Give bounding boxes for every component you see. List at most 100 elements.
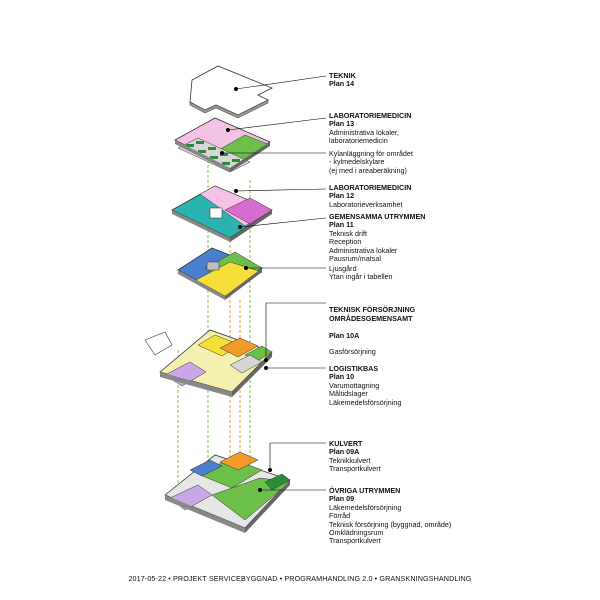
level-desc: Måltidslager xyxy=(329,389,368,399)
leader-plan-12 xyxy=(235,188,327,192)
plan-11-slab xyxy=(177,247,263,300)
level-desc: Ytan ingår i tabellen xyxy=(329,272,393,282)
plan-09-slab xyxy=(164,451,291,533)
label-plan-12: LABORATORIEMEDICIN Plan 12 Laboratorieve… xyxy=(329,183,412,209)
cooler-unit xyxy=(198,150,206,153)
cooler-units xyxy=(186,141,240,165)
plan-10a-orange xyxy=(219,337,259,358)
level-title: LOGISTIKBAS xyxy=(329,364,379,373)
cooler-unit xyxy=(210,156,218,159)
plan-09a-orange xyxy=(219,451,259,471)
leader-plan-14 xyxy=(235,75,327,90)
plan-10-edge-2 xyxy=(232,352,272,397)
level-plan: Plan 13 xyxy=(329,119,355,129)
document-footer: 2017-05-22 • PROJEKT SERVICEBYGGNAD • PR… xyxy=(128,574,472,583)
plan-09-blue xyxy=(189,459,223,477)
level-title: LABORATORIEMEDICIN xyxy=(329,111,412,120)
plan-09-edge xyxy=(165,495,245,533)
dot xyxy=(244,266,248,270)
cooler-unit xyxy=(196,141,204,144)
plan-12-slab xyxy=(171,185,273,242)
plan-12-edge xyxy=(172,210,230,242)
level-desc: Teknikkulvert xyxy=(329,455,371,465)
label-plan-10a: TEKNISK FÖRSÖRJNING OMRÅDESGEMENSAMT Pla… xyxy=(329,298,415,365)
level-title: ÖVRIGA UTRYMMEN xyxy=(329,486,401,495)
level-plan: Plan 10A xyxy=(329,330,360,340)
plan-13-edge-2 xyxy=(230,142,270,172)
level-title: TEKNIK xyxy=(329,71,356,80)
level-desc: laboratoriemedicin xyxy=(329,136,388,146)
plan-10-side-block xyxy=(144,331,173,356)
leader-plan-09a xyxy=(269,442,326,470)
leader-plan-11 xyxy=(239,217,327,228)
plan-11-edge xyxy=(178,270,225,300)
plan-14-top xyxy=(189,65,273,116)
level-desc: Administrativa lokaler xyxy=(329,245,398,255)
level-desc: - kylmedelskylare xyxy=(329,157,385,167)
label-plan-09a: KULVERT Plan 09A Teknikkulvert Transport… xyxy=(329,439,381,474)
level-desc: Gasförsörjning xyxy=(329,347,376,357)
plan-11-lightwell xyxy=(206,261,220,271)
level-plan: Plan 14 xyxy=(329,79,355,89)
label-plan-13: LABORATORIEMEDICIN Plan 13 Administrativ… xyxy=(329,111,412,146)
level-desc: Pausrum/matsal xyxy=(329,254,381,264)
dot xyxy=(226,128,230,132)
cooler-unit xyxy=(208,147,216,150)
label-lightwell: Ljusgård Ytan ingår i tabellen xyxy=(329,264,393,282)
level-desc: Teknisk försörjning (byggnad, område) xyxy=(329,519,452,529)
dot xyxy=(268,468,272,472)
cooler-unit xyxy=(232,159,240,162)
dot xyxy=(264,366,268,370)
level-plan: Plan 12 xyxy=(329,191,355,201)
dot xyxy=(258,488,262,492)
dot xyxy=(234,189,238,193)
level-desc: Laboratorieverksamhet xyxy=(329,199,403,209)
leader-plan-13 xyxy=(227,117,327,131)
level-desc: Varumottagning xyxy=(329,380,380,390)
plan-13-edge xyxy=(175,140,230,172)
dot xyxy=(238,225,242,229)
plan-10-slab xyxy=(144,329,273,397)
cooler-unit xyxy=(222,162,230,165)
plan-14-slab xyxy=(189,65,273,119)
plan-14-edge xyxy=(189,99,269,119)
plan-13-cooler-area xyxy=(177,137,251,173)
dot xyxy=(264,358,268,362)
cooler-unit xyxy=(220,153,228,156)
level-desc: Läkemedelsförsörjning xyxy=(329,502,402,512)
level-desc: Kylanläggning för området xyxy=(329,149,413,158)
level-desc: Ljusgård xyxy=(329,264,357,273)
cooler-unit xyxy=(186,144,194,147)
plan-13-slab xyxy=(174,117,271,173)
level-title: GEMENSAMMA UTRYMMEN xyxy=(329,212,426,221)
level-title: TEKNISK FÖRSÖRJNING OMRÅDESGEMENSAMT xyxy=(329,305,416,323)
level-plan: Plan 11 xyxy=(329,220,354,230)
level-desc: Reception xyxy=(329,237,362,247)
plan-09-edge-2 xyxy=(245,480,290,533)
dot xyxy=(220,151,224,155)
leader-lines xyxy=(222,75,327,491)
level-desc: Förråd xyxy=(329,511,351,521)
level-desc: Administrativa lokaler, xyxy=(329,127,399,137)
leader-plan-10a xyxy=(265,302,326,360)
dot xyxy=(234,87,238,91)
label-plan-09: ÖVRIGA UTRYMMEN Plan 09 Läkemedelsförsör… xyxy=(329,486,452,546)
level-plan: Plan 10 xyxy=(329,372,355,382)
label-plan-14: TEKNIK Plan 14 xyxy=(329,71,356,89)
level-desc: (ej med i areaberäkning) xyxy=(329,165,407,175)
label-plan-10: LOGISTIKBAS Plan 10 Varumottagning Målti… xyxy=(329,364,401,407)
level-title: LABORATORIEMEDICIN xyxy=(329,183,412,192)
label-plan-11: GEMENSAMMA UTRYMMEN Plan 11 Teknisk drif… xyxy=(329,212,426,264)
level-desc: Transportkulvert xyxy=(329,464,381,474)
label-cooler: Kylanläggning för området - kylmedelskyl… xyxy=(329,149,413,175)
level-plan: Plan 09 xyxy=(329,494,355,504)
level-title: KULVERT xyxy=(329,439,363,448)
level-desc: Teknisk drift xyxy=(329,228,367,238)
plan-10-edge xyxy=(160,372,232,397)
level-desc: Omklädningsrum xyxy=(329,528,384,538)
plan-11-edge-2 xyxy=(225,268,262,300)
leader-dots xyxy=(220,87,272,492)
level-plan: Plan 09A xyxy=(329,447,360,457)
level-desc: Transportkulvert xyxy=(329,536,381,546)
